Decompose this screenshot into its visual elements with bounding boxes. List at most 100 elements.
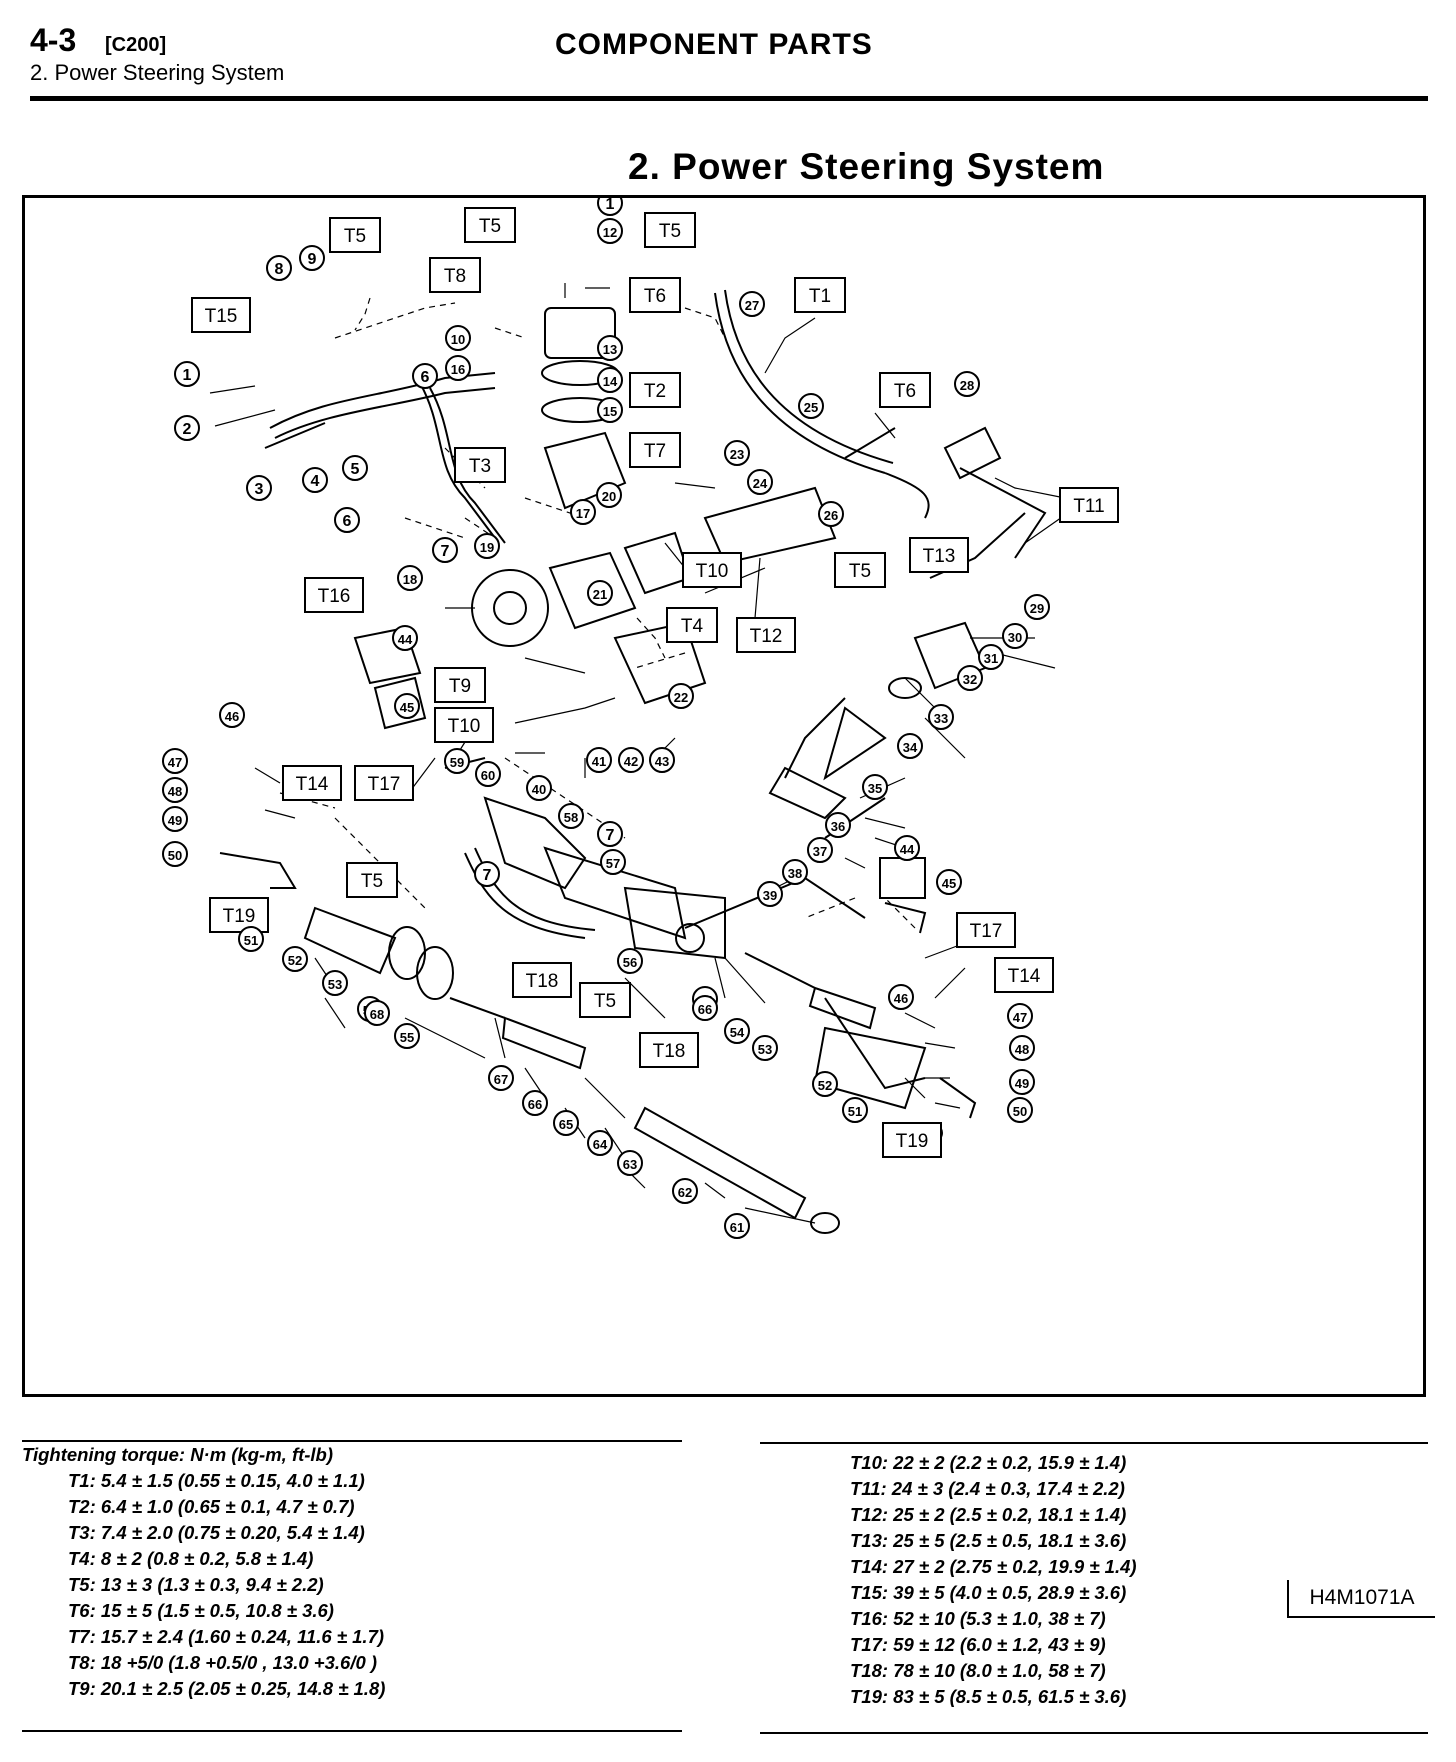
svg-text:42: 42 bbox=[624, 754, 638, 769]
svg-text:66: 66 bbox=[698, 1002, 712, 1017]
torque-row: T13: 25 ± 5 (2.5 ± 0.5, 18.1 ± 3.6) bbox=[850, 1530, 1127, 1551]
part-callout-34: 34 bbox=[897, 733, 923, 759]
svg-text:37: 37 bbox=[813, 844, 827, 859]
leader-line bbox=[254, 767, 281, 784]
torque-box-t6: T6 bbox=[879, 372, 931, 408]
svg-text:3: 3 bbox=[255, 481, 264, 498]
component-outline bbox=[471, 569, 549, 647]
svg-text:62: 62 bbox=[678, 1185, 692, 1200]
footer-rule-right bbox=[760, 1732, 1428, 1734]
leader-line bbox=[624, 977, 666, 1019]
torque-box-t12: T12 bbox=[736, 617, 796, 653]
header-rule bbox=[30, 96, 1428, 101]
part-callout-14: 14 bbox=[597, 367, 623, 393]
svg-text:16: 16 bbox=[451, 362, 465, 377]
part-callout-46: 46 bbox=[219, 702, 245, 728]
torque-box-t19: T19 bbox=[209, 897, 269, 933]
svg-text:26: 26 bbox=[824, 508, 838, 523]
part-callout-61: 61 bbox=[724, 1213, 750, 1239]
svg-text:7: 7 bbox=[606, 827, 615, 844]
component-outline bbox=[813, 1026, 927, 1110]
svg-text:46: 46 bbox=[894, 991, 908, 1006]
torque-box-t9: T9 bbox=[434, 667, 486, 703]
torque-row: T19: 83 ± 5 (8.5 ± 0.5, 61.5 ± 3.6) bbox=[850, 1686, 1127, 1707]
component-outline bbox=[544, 307, 616, 359]
torque-row: T18: 78 ± 10 (8.0 ± 1.0, 58 ± 7) bbox=[850, 1660, 1106, 1681]
svg-text:57: 57 bbox=[606, 856, 620, 871]
part-callout-17: 17 bbox=[570, 499, 596, 525]
torque-row: T12: 25 ± 2 (2.5 ± 0.2, 18.1 ± 1.4) bbox=[850, 1504, 1127, 1525]
component-outline bbox=[884, 472, 930, 519]
svg-text:T15: T15 bbox=[205, 306, 238, 327]
component-outline bbox=[353, 626, 422, 685]
part-callout-40: 40 bbox=[526, 775, 552, 801]
svg-text:29: 29 bbox=[1030, 601, 1044, 616]
part-callout-62: 62 bbox=[672, 1178, 698, 1204]
svg-text:52: 52 bbox=[288, 953, 302, 968]
leader-line bbox=[934, 1102, 961, 1109]
torque-box-t11: T11 bbox=[1059, 487, 1119, 523]
part-callout-44: 44 bbox=[392, 625, 418, 651]
part-callout-33: 33 bbox=[928, 704, 954, 730]
torque-row: T8: 18 +5/0 (1.8 +0.5/0 , 13.0 +3.6/0 ) bbox=[68, 1652, 378, 1673]
part-callout-29: 29 bbox=[1024, 594, 1050, 620]
svg-text:T19: T19 bbox=[223, 906, 256, 927]
part-callout-23: 23 bbox=[724, 440, 750, 466]
component-outline bbox=[879, 857, 926, 899]
svg-text:36: 36 bbox=[831, 819, 845, 834]
svg-text:T17: T17 bbox=[970, 921, 1003, 942]
leader-line bbox=[884, 897, 916, 929]
svg-text:19: 19 bbox=[480, 540, 494, 555]
component-outline bbox=[810, 1212, 840, 1234]
svg-text:20: 20 bbox=[602, 489, 616, 504]
leader-line bbox=[804, 897, 856, 919]
svg-text:66: 66 bbox=[528, 1097, 542, 1112]
leader-line bbox=[334, 302, 456, 339]
leader-line bbox=[994, 477, 1066, 499]
part-callout-50: 50 bbox=[162, 841, 188, 867]
part-callout-7: 7 bbox=[597, 821, 623, 847]
torque-box-t18: T18 bbox=[639, 1032, 699, 1068]
component-outline bbox=[416, 946, 454, 1000]
component-outline bbox=[714, 292, 886, 474]
part-callout-52: 52 bbox=[282, 946, 308, 972]
svg-text:31: 31 bbox=[984, 651, 998, 666]
torque-box-t14: T14 bbox=[994, 957, 1054, 993]
leader-line bbox=[934, 967, 966, 999]
svg-text:55: 55 bbox=[400, 1030, 414, 1045]
part-callout-66: 66 bbox=[692, 995, 718, 1021]
svg-text:60: 60 bbox=[481, 768, 495, 783]
torque-box-t5: T5 bbox=[346, 862, 398, 898]
leader-line bbox=[724, 957, 766, 1004]
part-callout-47: 47 bbox=[162, 748, 188, 774]
part-callout-46: 46 bbox=[888, 984, 914, 1010]
torque-spec-right: T10: 22 ± 2 (2.2 ± 0.2, 15.9 ± 1.4) T11:… bbox=[760, 1450, 1420, 1710]
svg-text:44: 44 bbox=[398, 632, 413, 647]
torque-box-t1: T1 bbox=[794, 277, 846, 313]
component-outline bbox=[768, 766, 847, 820]
svg-text:63: 63 bbox=[623, 1157, 637, 1172]
component-outline bbox=[373, 676, 427, 730]
torque-box-t15: T15 bbox=[191, 297, 251, 333]
component-outline bbox=[429, 387, 506, 544]
svg-text:T14: T14 bbox=[296, 774, 329, 795]
torque-box-t3: T3 bbox=[454, 447, 506, 483]
svg-text:32: 32 bbox=[963, 672, 977, 687]
part-callout-32: 32 bbox=[957, 665, 983, 691]
torque-row: T7: 15.7 ± 2.4 (1.60 ± 0.24, 11.6 ± 1.7) bbox=[68, 1626, 385, 1647]
svg-text:4: 4 bbox=[311, 473, 320, 490]
part-callout-47: 47 bbox=[1007, 1003, 1033, 1029]
svg-text:1: 1 bbox=[606, 198, 615, 213]
component-outline bbox=[543, 846, 687, 940]
leader-line bbox=[524, 657, 586, 674]
svg-text:54: 54 bbox=[730, 1025, 745, 1040]
part-callout-1: 1 bbox=[597, 198, 623, 216]
torque-row: T2: 6.4 ± 1.0 (0.65 ± 0.1, 4.7 ± 0.7) bbox=[68, 1496, 355, 1517]
svg-text:41: 41 bbox=[592, 754, 606, 769]
part-callout-10: 10 bbox=[445, 325, 471, 351]
page-number: 4-3 bbox=[30, 22, 77, 58]
svg-text:T9: T9 bbox=[449, 676, 471, 697]
section-title: 2. Power Steering System bbox=[628, 146, 1105, 187]
part-callout-64: 64 bbox=[587, 1130, 613, 1156]
svg-text:T3: T3 bbox=[469, 456, 491, 477]
